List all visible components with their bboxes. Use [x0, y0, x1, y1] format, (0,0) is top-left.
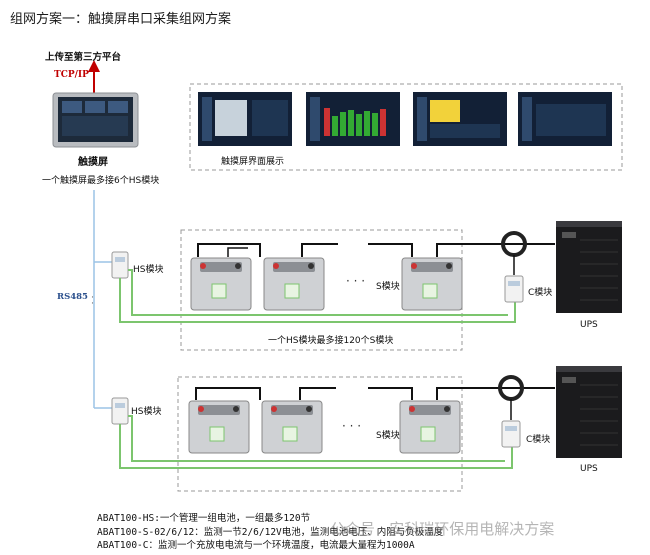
hs-module-label: HS模块	[133, 265, 164, 275]
notes-block: ABAT100-HS:一个管理一组电池，一组最多120节 ABAT100-S-0…	[97, 512, 443, 553]
black-wire-2	[195, 387, 261, 400]
hs-module-label: HS模块	[131, 407, 162, 417]
battery-1b	[263, 257, 325, 311]
touchscreen-label: 触摸屏	[78, 157, 108, 168]
touchscreen-limit-note: 一个触摸屏最多接6个HS模块	[42, 176, 160, 186]
green-wire-2	[119, 424, 513, 469]
battery-2b	[261, 400, 323, 454]
ups-1	[556, 221, 622, 313]
battery-2c	[399, 400, 461, 454]
battery-1a	[190, 257, 252, 311]
hs-module-2	[111, 397, 129, 425]
group1-frame	[180, 229, 463, 351]
page-title: 组网方案一：触摸屏串口采集组网方案	[10, 12, 232, 27]
battery-1c	[401, 257, 463, 311]
ups-label: UPS	[580, 464, 598, 474]
screen-thumbnail-3	[413, 92, 507, 146]
screen-thumbnail-2	[306, 92, 400, 146]
hs-capacity-note: 一个HS模块最多接120个S模块	[268, 336, 394, 346]
svg-text:· · ·: · · ·	[346, 274, 365, 288]
screen-thumbnail-4	[518, 92, 612, 146]
note-line: ABAT100-S-02/6/12：监测一节2/6/12V电池，监测电池电压、内…	[97, 526, 444, 538]
svg-text:·: ·	[91, 299, 94, 309]
protocol-label: TCP/IP	[54, 70, 89, 80]
bus-label: RS485	[57, 292, 88, 302]
current-clamp-1	[501, 231, 527, 275]
note-line: ABAT100-C：监测一个充放电电流与一个环境温度，电流最大量程为1000A	[97, 540, 415, 551]
current-clamp-2	[498, 375, 524, 420]
touchscreen-device	[52, 92, 139, 148]
ups-label: UPS	[580, 320, 598, 330]
black-wire-1	[197, 243, 261, 257]
upload-label: 上传至第三方平台	[45, 52, 122, 63]
green-wire-1	[119, 278, 516, 323]
s-module-label: S模块	[376, 282, 400, 292]
c-module-2	[501, 420, 521, 448]
note-line: ABAT100-HS:一个管理一组电池，一组最多120节	[97, 513, 311, 524]
battery-2a	[188, 400, 250, 454]
screen-thumbnail-1	[198, 92, 292, 146]
s-module-label: S模块	[376, 431, 400, 441]
c-module-label: C模块	[528, 288, 553, 298]
watermark: 公众号 · 安科瑞环保用电解决方案	[330, 520, 555, 538]
svg-text:·: ·	[91, 293, 94, 303]
c-module-1	[504, 275, 524, 303]
c-module-label: C模块	[526, 435, 551, 445]
hs-module-1	[111, 251, 129, 279]
ups-2	[556, 366, 622, 458]
group2-frame	[177, 376, 463, 492]
svg-text:· · ·: · · ·	[342, 419, 361, 433]
screens-caption: 触摸屏界面展示	[221, 157, 285, 167]
